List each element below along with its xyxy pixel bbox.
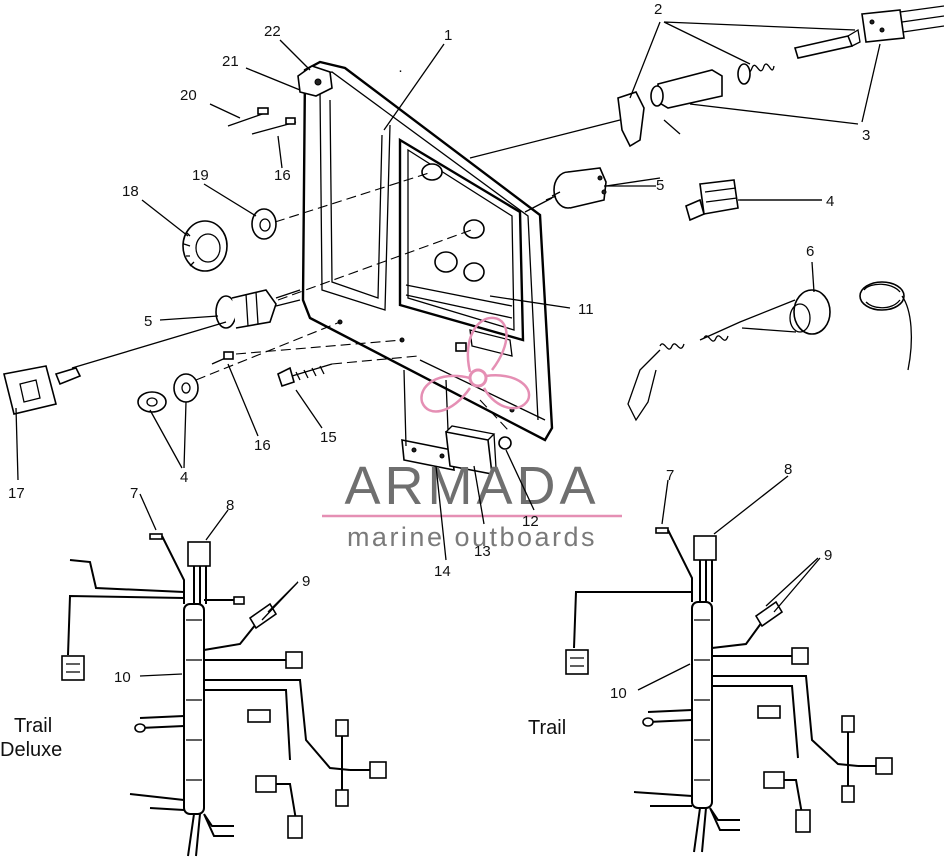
callout-7-right: 7	[666, 467, 674, 484]
callout-10-right: 10	[610, 685, 627, 702]
callout-5-upper: 5	[656, 177, 664, 194]
label-trail-deluxe-line1: Trail	[14, 715, 52, 737]
toggle-switch-upper	[685, 179, 822, 222]
callout-8-left: 8	[226, 497, 234, 514]
callout-1: 1	[444, 27, 452, 44]
callout-13: 13	[474, 543, 491, 560]
callout-numbers: 1 2 3 4 4 5 5 6 7 7 8 8 9 9 10 10 11 12 …	[8, 1, 870, 702]
callout-5-lower: 5	[144, 313, 152, 330]
label-trail: Trail	[528, 717, 566, 739]
armada-watermark: ARMADA marine outboards	[322, 316, 622, 552]
harness-labels: Trail Deluxe Trail	[0, 715, 566, 761]
wiring-harness-trail-deluxe	[61, 533, 387, 857]
callout-11: 11	[578, 301, 594, 318]
callout-18: 18	[122, 183, 139, 200]
label-trail-deluxe-line2: Deluxe	[0, 739, 62, 761]
callout-17: 17	[8, 485, 25, 502]
callout-4-lower: 4	[180, 469, 188, 486]
callout-2: 2	[654, 1, 662, 18]
leader-lines	[15, 21, 881, 691]
callout-16-upper: 16	[274, 167, 291, 184]
callout-22: 22	[264, 23, 281, 40]
callout-9-left: 9	[302, 573, 310, 590]
left-small-parts	[3, 65, 512, 475]
callout-20: 20	[180, 87, 197, 104]
stop-switch-lanyard	[627, 281, 912, 422]
callout-12: 12	[522, 513, 539, 530]
callout-10-left: 10	[114, 669, 131, 686]
callout-6: 6	[806, 243, 814, 260]
callout-3: 3	[862, 127, 870, 144]
callout-16-lower: 16	[254, 437, 271, 454]
propeller-logo	[420, 316, 531, 413]
svg-text:·: ·	[398, 62, 403, 79]
dash-panel: ·	[301, 60, 554, 442]
watermark-brand: ARMADA	[344, 456, 599, 516]
callout-19: 19	[192, 167, 209, 184]
callout-9-right: 9	[824, 547, 832, 564]
callout-21: 21	[222, 53, 239, 70]
callout-4-upper: 4	[826, 193, 834, 210]
plug-connector-2-3	[469, 5, 944, 159]
ignition-switch-upper	[524, 167, 661, 213]
callout-14: 14	[434, 563, 451, 580]
wiring-harness-trail	[565, 527, 893, 853]
callout-7-left: 7	[130, 485, 138, 502]
watermark-tagline: marine outboards	[347, 522, 597, 552]
callout-8-right: 8	[784, 461, 792, 478]
callout-15: 15	[320, 429, 337, 446]
